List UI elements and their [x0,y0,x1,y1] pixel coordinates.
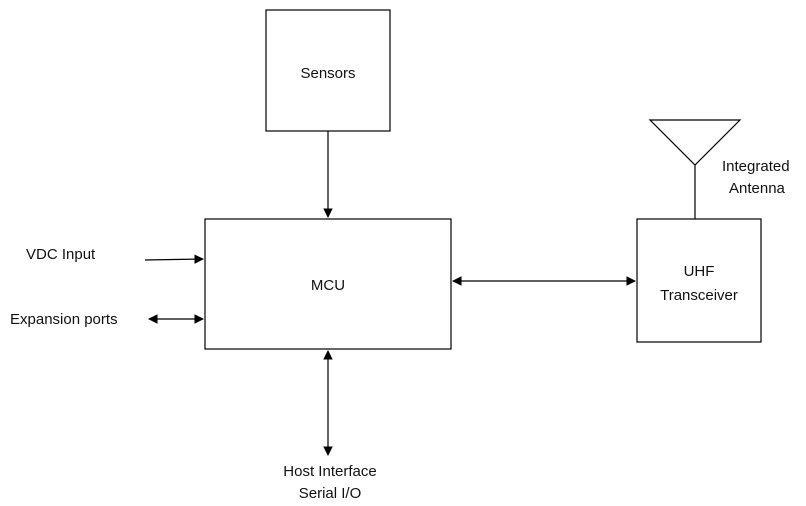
uhf-label-line2: Transceiver [660,287,738,304]
uhf-label-line1: UHF [684,263,715,280]
host-interface-label-line2: Serial I/O [299,485,362,502]
uhf-transceiver-block: UHF Transceiver [636,218,762,343]
sensors-label: Sensors [300,65,355,82]
vdc-input-arrow [144,254,204,264]
mcu-block: MCU [204,218,452,350]
antenna-triangle-icon [648,119,742,219]
mcu-label: MCU [311,277,345,294]
host-interface-label-line1: Host Interface [283,463,376,480]
expansion-ports-label: Expansion ports [10,311,118,328]
antenna-label-line1: Integrated [722,158,790,175]
sensors-block: Sensors [265,9,391,132]
vdc-input-label: VDC Input [26,246,96,263]
antenna-label-line2: Antenna [729,180,786,197]
